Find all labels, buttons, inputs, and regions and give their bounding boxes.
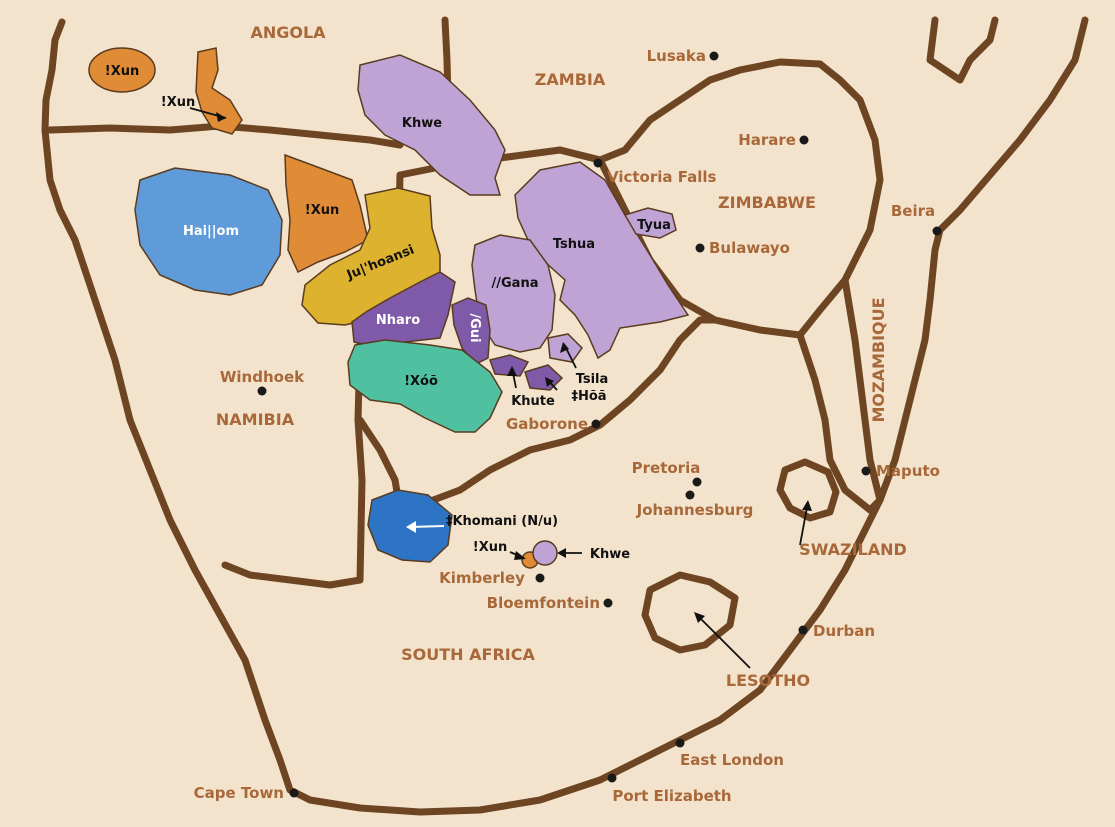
- border-zambia-malawi: [926, 16, 999, 84]
- arrow-khomani-head: [406, 521, 416, 533]
- region-xun-angola-west: [88, 47, 156, 93]
- label-kimberley: Kimberley: [439, 569, 525, 587]
- label-gaborone: Gaborone: [506, 415, 588, 433]
- label-johannesburg: Johannesburg: [636, 501, 754, 519]
- dot-beira: [932, 226, 942, 236]
- country-labels: ANGOLA ZAMBIA ZIMBABWE NAMIBIA MOZAMBIQU…: [216, 23, 907, 690]
- label-namibia: NAMIBIA: [216, 410, 295, 429]
- dot-johannesburg: [685, 490, 695, 500]
- label-harare: Harare: [738, 131, 796, 149]
- label-xun-namibia: !Xun: [305, 203, 339, 218]
- arrow-swaziland-head: [802, 500, 812, 511]
- dot-port-elizabeth: [607, 773, 617, 783]
- label-bulawayo: Bulawayo: [709, 239, 790, 257]
- label-port-elizabeth: Port Elizabeth: [612, 787, 731, 805]
- region-hoa: [524, 364, 564, 391]
- region-khute: [489, 354, 530, 377]
- region-gui: [451, 297, 491, 365]
- city-labels: Lusaka Harare Victoria Falls Bulawayo Be…: [194, 47, 940, 805]
- region-khwe-north: [357, 54, 506, 196]
- region-nharo: [351, 271, 456, 347]
- label-swaziland: SWAZILAND: [799, 540, 907, 559]
- label-haillom: Hai||om: [183, 224, 239, 239]
- arrow-xun-angola-head: [216, 112, 226, 122]
- arrow-xun-south-head: [514, 551, 526, 560]
- label-east-london: East London: [680, 751, 784, 769]
- label-bloemfontein: Bloemfontein: [487, 594, 600, 612]
- language-regions: [88, 47, 690, 569]
- dot-harare: [799, 135, 809, 145]
- label-xun-south: !Xun: [473, 540, 507, 555]
- region-xoo: [347, 339, 503, 433]
- label-xun-angola-west: !Xun: [105, 64, 139, 79]
- dot-kimberley: [535, 573, 545, 583]
- region-khwe-south: [532, 540, 558, 566]
- region-haillom: [134, 167, 283, 296]
- label-khwe-south: Khwe: [590, 547, 630, 562]
- label-cape-town: Cape Town: [194, 784, 284, 802]
- label-lesotho: LESOTHO: [726, 671, 810, 690]
- label-hoa: ‡Hõã: [571, 389, 606, 404]
- label-gana: //Gana: [492, 276, 539, 291]
- dot-east-london: [675, 738, 685, 748]
- region-gana: [471, 234, 556, 353]
- label-pretoria: Pretoria: [632, 459, 701, 477]
- label-victoria-falls: Victoria Falls: [607, 168, 717, 186]
- dot-windhoek: [257, 386, 267, 396]
- border-angola-namibia: [46, 122, 404, 149]
- border-zambia-zimbabwe: [556, 58, 824, 164]
- region-tyua: [623, 207, 677, 239]
- city-dots: [257, 51, 942, 798]
- dot-bloemfontein: [603, 598, 613, 608]
- dot-lusaka: [709, 51, 719, 61]
- arrow-khute-head: [507, 366, 517, 376]
- dot-gaborone: [591, 419, 601, 429]
- label-windhoek: Windhoek: [220, 368, 305, 386]
- arrow-khomani-group: [406, 521, 445, 533]
- arrow-lesotho: [695, 613, 751, 669]
- label-nharo: Nharo: [376, 313, 420, 328]
- label-xoo: !Xóõ: [404, 374, 438, 389]
- label-south-africa: SOUTH AFRICA: [401, 645, 535, 664]
- arrow-hoa-head: [545, 377, 554, 387]
- label-beira: Beira: [891, 202, 935, 220]
- label-gui: /Gui: [467, 313, 482, 342]
- label-tsila: Tsila: [576, 372, 609, 387]
- dot-bulawayo: [695, 243, 705, 253]
- label-zambia: ZAMBIA: [535, 70, 606, 89]
- label-khwe-north: Khwe: [402, 116, 442, 131]
- label-tyua: Tyua: [637, 218, 671, 233]
- dot-pretoria: [692, 477, 702, 487]
- border-swaziland: [776, 458, 840, 522]
- region-xun-namibia: [284, 153, 369, 274]
- dot-victoria-falls: [593, 158, 603, 168]
- label-durban: Durban: [813, 622, 875, 640]
- label-xun-angola-east: !Xun: [161, 95, 195, 110]
- border-africa-coast: [41, 16, 1089, 816]
- label-lusaka: Lusaka: [647, 47, 706, 65]
- dot-cape-town: [289, 788, 299, 798]
- label-khomani: ‡Khomani (N/u): [446, 514, 558, 529]
- label-angola: ANGOLA: [250, 23, 326, 42]
- arrow-khwe-south-head: [557, 548, 566, 558]
- dot-durban: [798, 625, 808, 635]
- border-sa-mozambique: [796, 276, 884, 514]
- label-mozambique: MOZAMBIQUE: [869, 297, 888, 422]
- label-tshua: Tshua: [553, 237, 595, 252]
- label-maputo: Maputo: [876, 462, 940, 480]
- arrow-lesotho-head: [694, 612, 705, 623]
- label-zimbabwe: ZIMBABWE: [718, 193, 816, 212]
- dot-maputo: [861, 466, 871, 476]
- pointer-arrows: [189, 107, 812, 669]
- label-khute: Khute: [511, 394, 555, 409]
- arrow-tsila-head: [560, 342, 569, 353]
